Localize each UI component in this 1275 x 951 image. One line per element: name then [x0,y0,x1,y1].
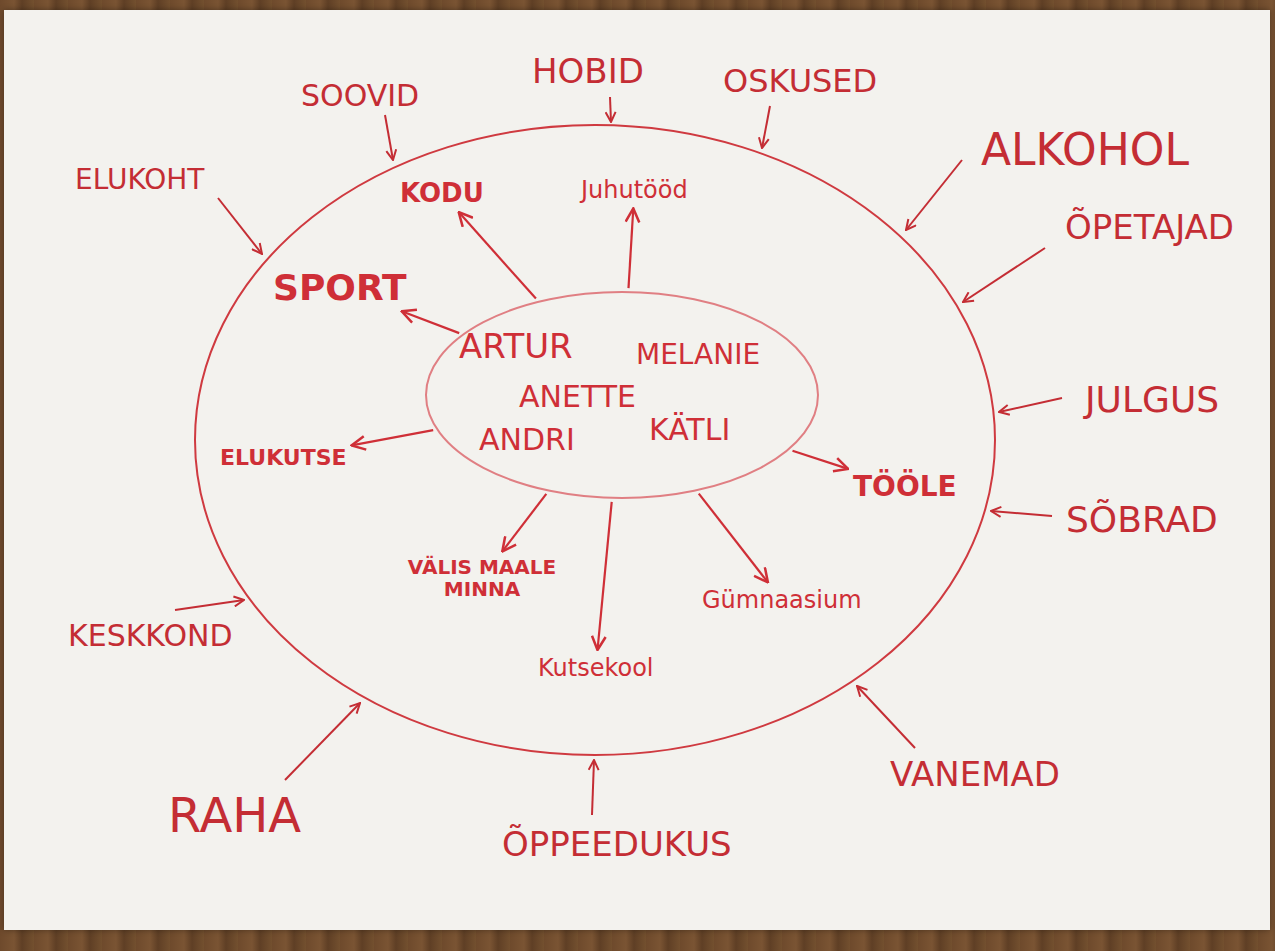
outcome-label: Juhutööd [581,177,688,203]
influence-label: ÕPPEEDUKUS [502,826,732,863]
person-name: MELANIE [636,340,760,371]
outcome-arrow [793,451,849,469]
influence-label: SOOVID [301,79,419,112]
influence-label: ELUKOHT [75,165,204,196]
outcome-text-node: Gümnaasium [702,587,862,613]
outcome-text-node: Kutsekool [538,655,654,681]
outcome-text-node: KODU [400,179,484,208]
outcome-arrow [598,502,612,650]
influence-label: ALKOHOL [981,126,1189,174]
influence-label: JULGUS [1085,380,1219,420]
person-name: ANDRI [479,423,575,456]
influence-arrow [285,703,360,780]
influence-arrow [218,198,262,254]
outcome-label: Kutsekool [538,655,654,681]
person-name: ANETTE [519,380,636,413]
influence-label: KESKKOND [68,619,233,652]
influence-label: RAHA [168,789,301,842]
outcome-text-node: ELUKUTSE [220,446,347,470]
outcome-arrow [459,212,536,299]
influence-arrow [857,686,915,748]
outcome-text-node: Juhutööd [581,177,688,203]
person-name: ARTUR [459,328,573,365]
influence-arrow [963,248,1045,302]
outcome-arrow [402,311,460,333]
outcome-arrow [502,494,546,552]
influence-arrow [175,600,244,610]
influence-label: OSKUSED [723,64,877,99]
outcome-label: VÄLIS MAALE MINNA [402,556,562,600]
outcome-label: KODU [400,179,484,208]
outcome-text-node: TÖÖLE [853,472,957,503]
outcome-text-node: VÄLIS MAALE MINNA [402,556,562,600]
outcome-text-node: SPORT [273,268,407,308]
outcome-arrow [629,208,634,288]
outcome-label: TÖÖLE [853,472,957,503]
influence-arrow [999,398,1062,412]
outcome-arrow [352,430,434,445]
influence-label: HOBID [532,53,644,90]
influence-arrow [762,106,770,148]
outer-circle [195,125,995,755]
influence-label: SÕBRAD [1066,500,1218,540]
outcome-arrow [699,494,768,583]
influence-arrow [991,511,1052,516]
influence-arrow [385,115,393,160]
outcome-label: ELUKUTSE [220,446,347,470]
outcome-label: SPORT [273,268,407,308]
outcome-label: Gümnaasium [702,587,862,613]
influence-arrow [592,760,594,815]
person-name: KÄTLI [649,413,730,446]
influence-arrow [906,160,962,230]
names-ellipse: ARTUR MELANIEANETTE ANDRI KÄTLI [424,290,820,500]
influence-label: VANEMAD [890,756,1060,793]
influence-label: ÕPETAJAD [1065,209,1234,246]
influence-arrow [610,97,611,122]
